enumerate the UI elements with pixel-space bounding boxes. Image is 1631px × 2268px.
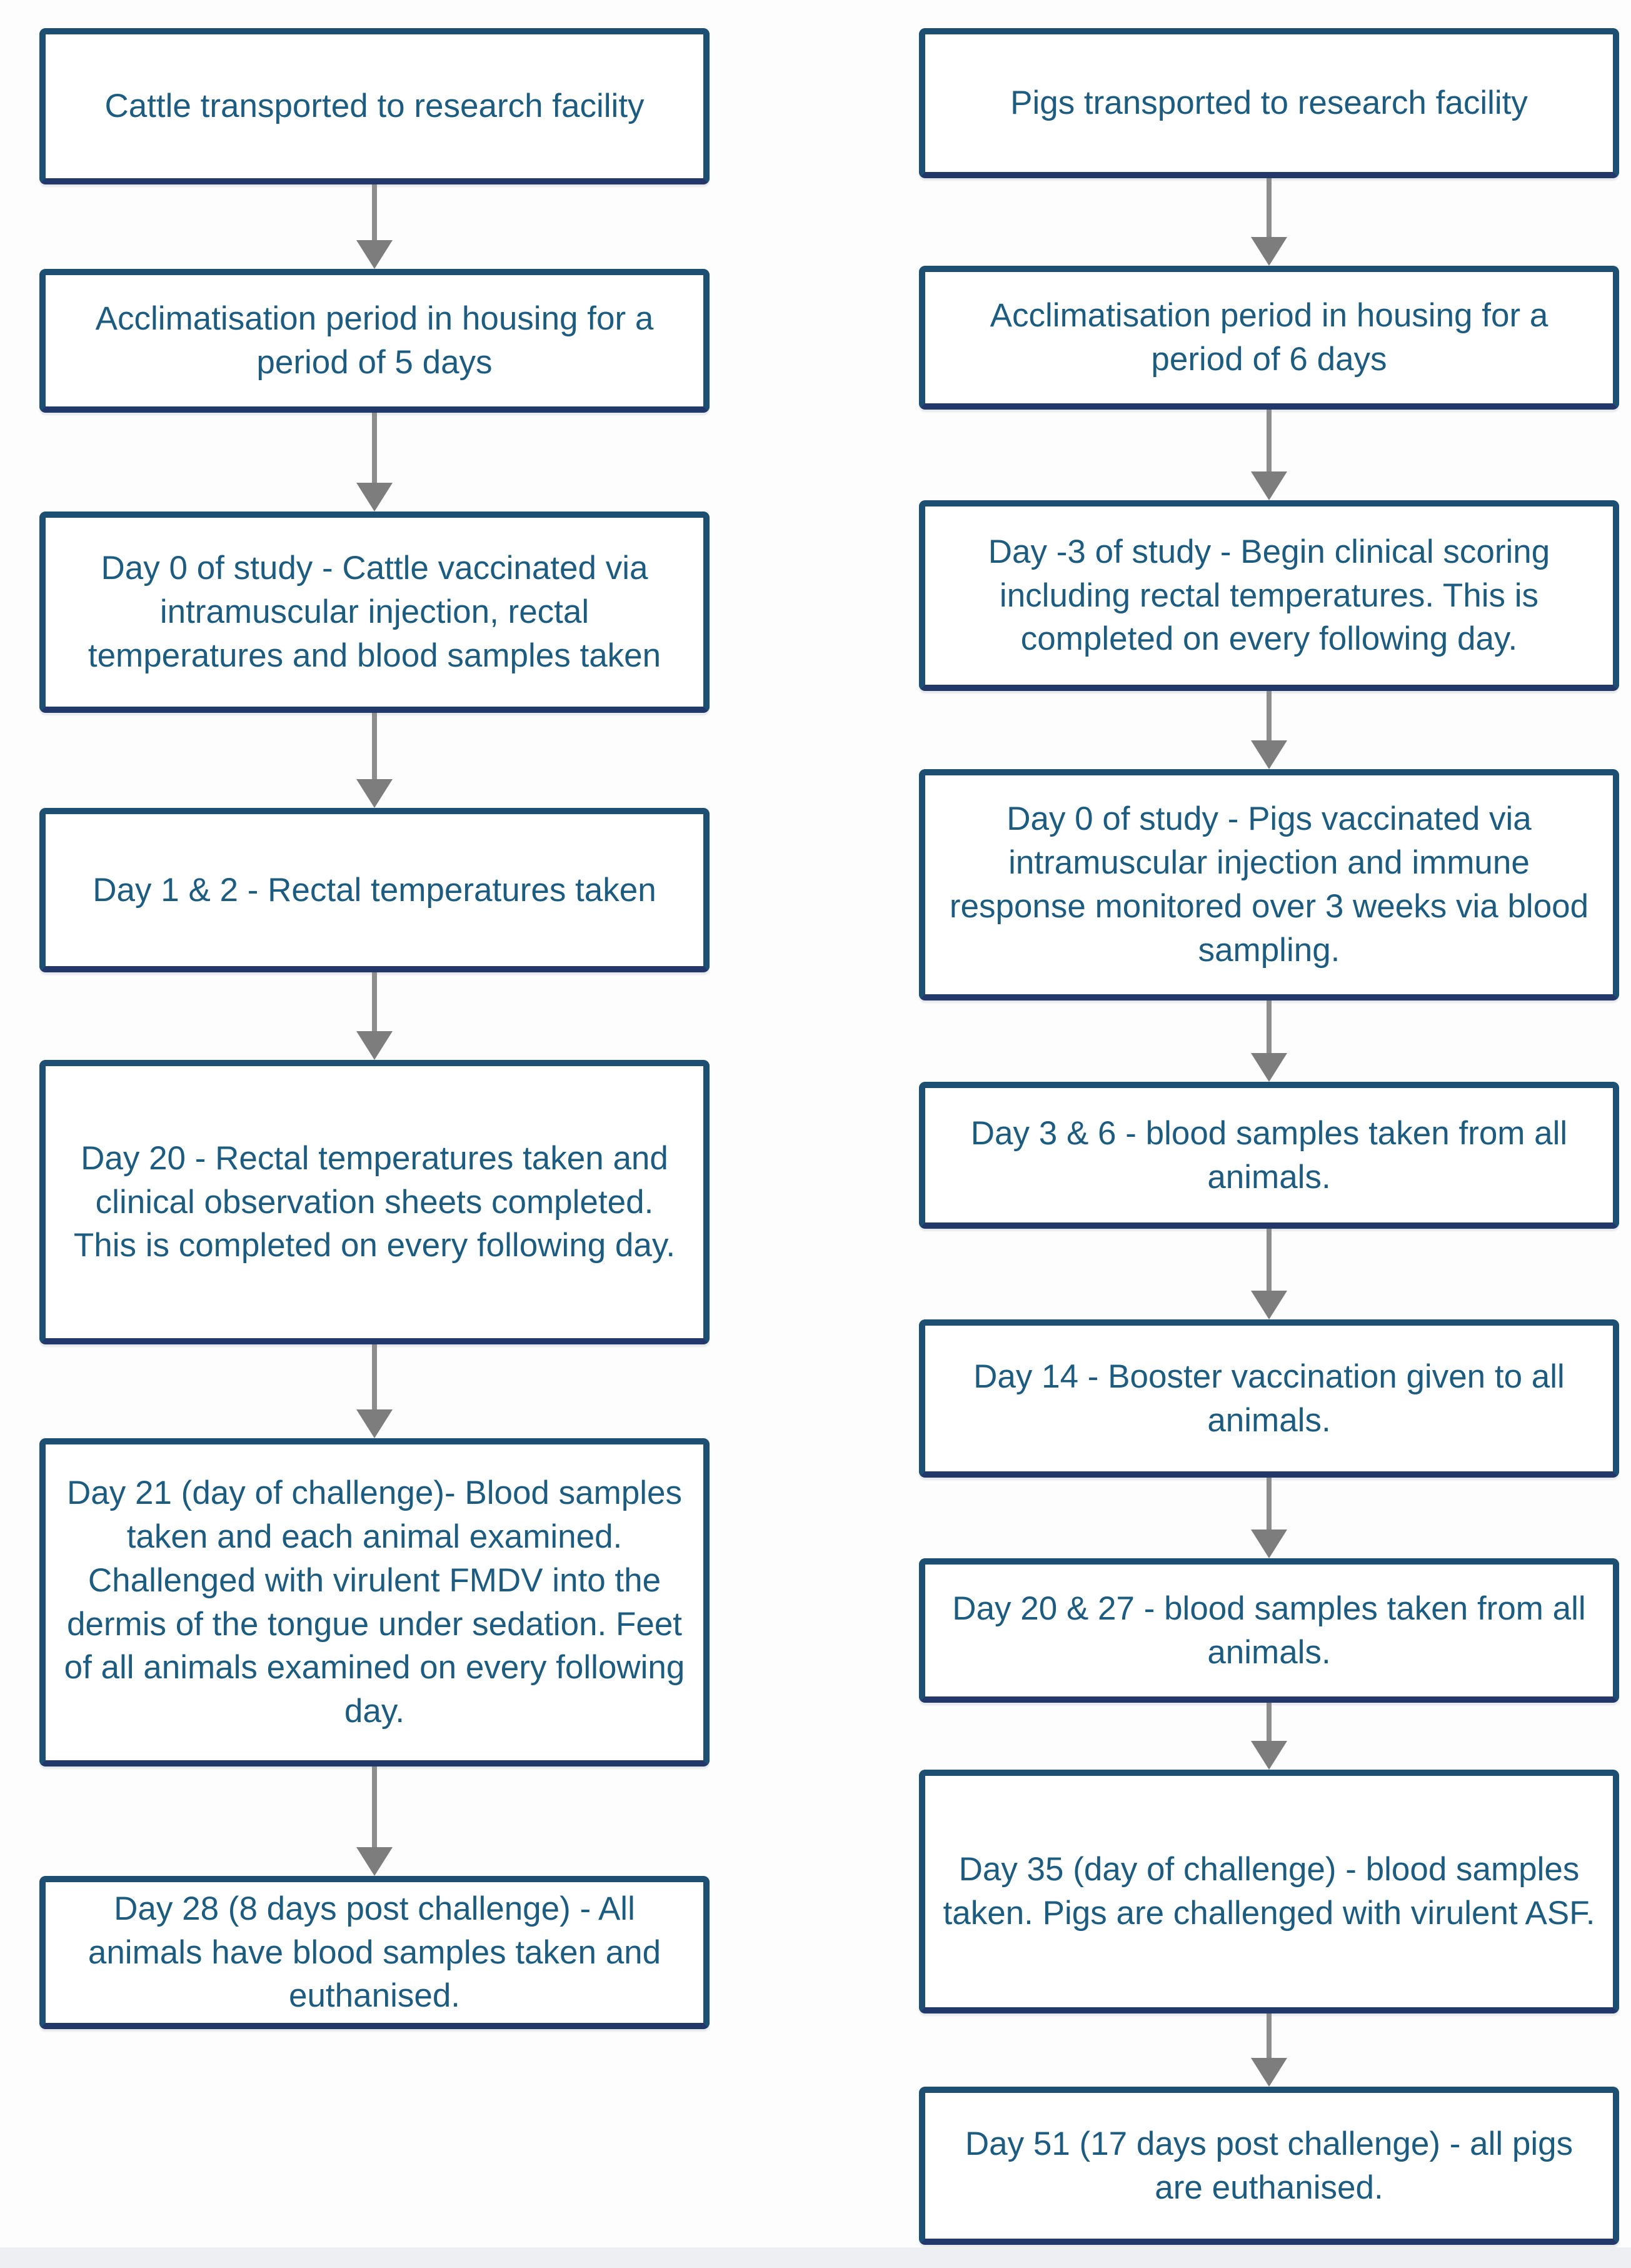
flow-step-text: Pigs transported to research facility [1010,84,1528,122]
flow-step-cattle-4: Day 1 & 2 - Rectal temperatures taken [39,808,710,972]
down-arrow-icon [1250,1703,1288,1770]
flow-step-cattle-5: Day 20 - Rectal temperatures taken and c… [39,1060,710,1344]
flow-step-pigs-3: Day -3 of study - Begin clinical scoring… [919,500,1619,691]
flow-step-text: Day -3 of study - Begin clinical scoring… [988,533,1550,658]
down-arrow-icon [1250,1478,1288,1558]
down-arrow-icon [1250,691,1288,769]
flow-step-cattle-6: Day 21 (day of challenge)- Blood samples… [39,1438,710,1767]
flow-step-text: Day 21 (day of challenge)- Blood samples… [64,1474,685,1730]
flow-step-pigs-9: Day 51 (17 days post challenge) - all pi… [919,2087,1619,2245]
down-arrow-icon [356,413,393,512]
flow-step-pigs-5: Day 3 & 6 - blood samples taken from all… [919,1082,1619,1229]
flow-step-text: Day 20 - Rectal temperatures taken and c… [73,1139,676,1264]
flow-step-text: Day 20 & 27 - blood samples taken from a… [952,1590,1586,1671]
down-arrow-icon [1250,1229,1288,1319]
flow-step-pigs-4: Day 0 of study - Pigs vaccinated via int… [919,769,1619,1000]
flow-step-pigs-8: Day 35 (day of challenge) - blood sample… [919,1770,1619,2013]
down-arrow-icon [356,184,393,269]
down-arrow-icon [1250,2013,1288,2087]
down-arrow-icon [356,1344,393,1438]
flow-step-text: Day 0 of study - Pigs vaccinated via int… [949,800,1589,969]
flow-step-text: Day 14 - Booster vaccination given to al… [973,1358,1565,1439]
flow-step-cattle-3: Day 0 of study - Cattle vaccinated via i… [39,512,710,713]
down-arrow-icon [1250,410,1288,500]
down-arrow-icon [356,972,393,1060]
flow-step-text: Acclimatisation period in housing for a … [990,297,1548,378]
flow-step-text: Day 28 (8 days post challenge) - All ani… [88,1890,661,2015]
flow-step-text: Day 1 & 2 - Rectal temperatures taken [93,871,656,909]
flow-step-text: Day 3 & 6 - blood samples taken from all… [970,1114,1568,1196]
flow-step-pigs-2: Acclimatisation period in housing for a … [919,266,1619,410]
flow-step-text: Cattle transported to research facility [104,88,645,125]
down-arrow-icon [356,713,393,808]
page-bottom-strip [0,2247,1631,2268]
flow-step-pigs-6: Day 14 - Booster vaccination given to al… [919,1319,1619,1478]
down-arrow-icon [356,1767,393,1876]
flow-step-cattle-7: Day 28 (8 days post challenge) - All ani… [39,1876,710,2029]
flow-step-text: Day 51 (17 days post challenge) - all pi… [965,2125,1573,2206]
down-arrow-icon [1250,1000,1288,1082]
flow-step-text: Day 0 of study - Cattle vaccinated via i… [88,550,661,674]
flow-step-cattle-2: Acclimatisation period in housing for a … [39,269,710,413]
flow-step-text: Acclimatisation period in housing for a … [95,300,654,381]
flow-step-pigs-7: Day 20 & 27 - blood samples taken from a… [919,1558,1619,1703]
down-arrow-icon [1250,178,1288,266]
flow-step-pigs-1: Pigs transported to research facility [919,28,1619,178]
flow-step-cattle-1: Cattle transported to research facility [39,28,710,184]
flow-step-text: Day 35 (day of challenge) - blood sample… [943,1851,1595,1932]
